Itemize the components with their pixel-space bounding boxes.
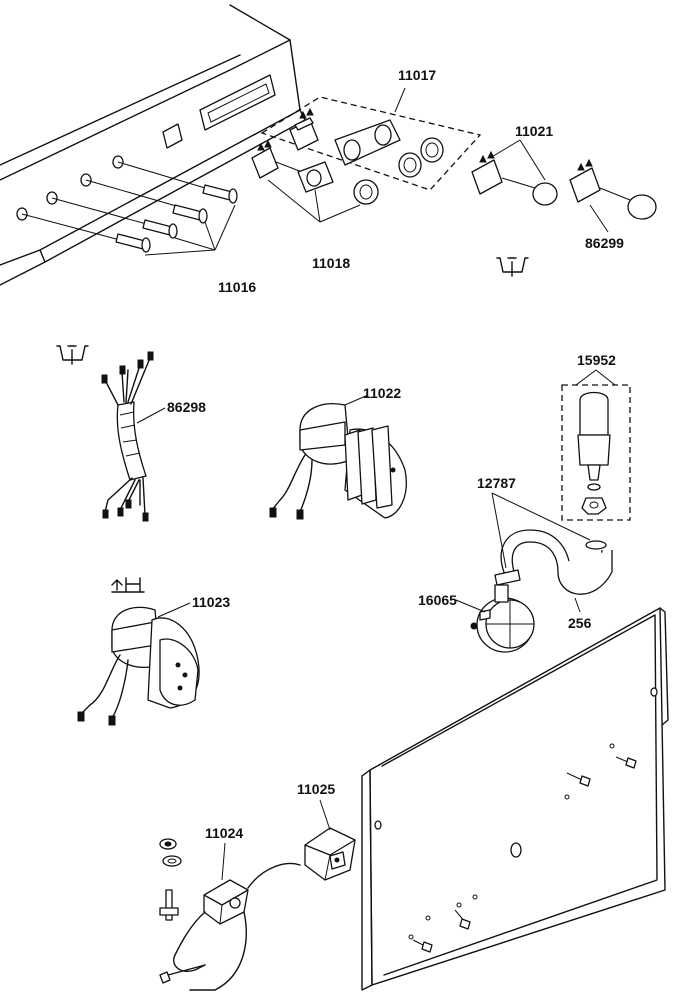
- label-11021: 11021: [515, 123, 553, 139]
- wash-symbol-icon: [111, 577, 145, 593]
- label-11023: 11023: [192, 594, 230, 610]
- timer-11022: [269, 394, 407, 520]
- tub-icon: [496, 257, 529, 277]
- valve-15952: [561, 369, 631, 521]
- back-panel: [361, 607, 669, 991]
- label-11018: 11018: [312, 255, 350, 271]
- push-buttons-11016: [115, 184, 238, 256]
- control-panel: [0, 4, 306, 286]
- pressure-switch-16065: [455, 584, 535, 653]
- label-12787: 12787: [477, 475, 516, 491]
- switch-86299: [569, 158, 657, 233]
- label-11017: 11017: [398, 67, 436, 83]
- switch-assembly-11017: [260, 87, 482, 191]
- tub-icon: [56, 345, 89, 365]
- clamp-12787: [491, 492, 591, 586]
- hose-256: [500, 529, 613, 613]
- label-86299: 86299: [585, 235, 624, 251]
- label-256: 256: [568, 615, 592, 631]
- label-16065: 16065: [418, 592, 457, 608]
- switch-11018: [251, 139, 379, 223]
- wire-harness-86298: [101, 351, 166, 522]
- label-15952: 15952: [577, 352, 616, 368]
- label-11022: 11022: [363, 385, 401, 401]
- label-11016: 11016: [218, 279, 256, 295]
- label-86298: 86298: [167, 399, 206, 415]
- component-11025: [304, 799, 356, 881]
- motor-11023: [77, 602, 200, 726]
- switch-11021: [471, 139, 558, 206]
- label-11024: 11024: [205, 825, 243, 841]
- component-11024: [159, 838, 301, 991]
- label-11025: 11025: [297, 781, 335, 797]
